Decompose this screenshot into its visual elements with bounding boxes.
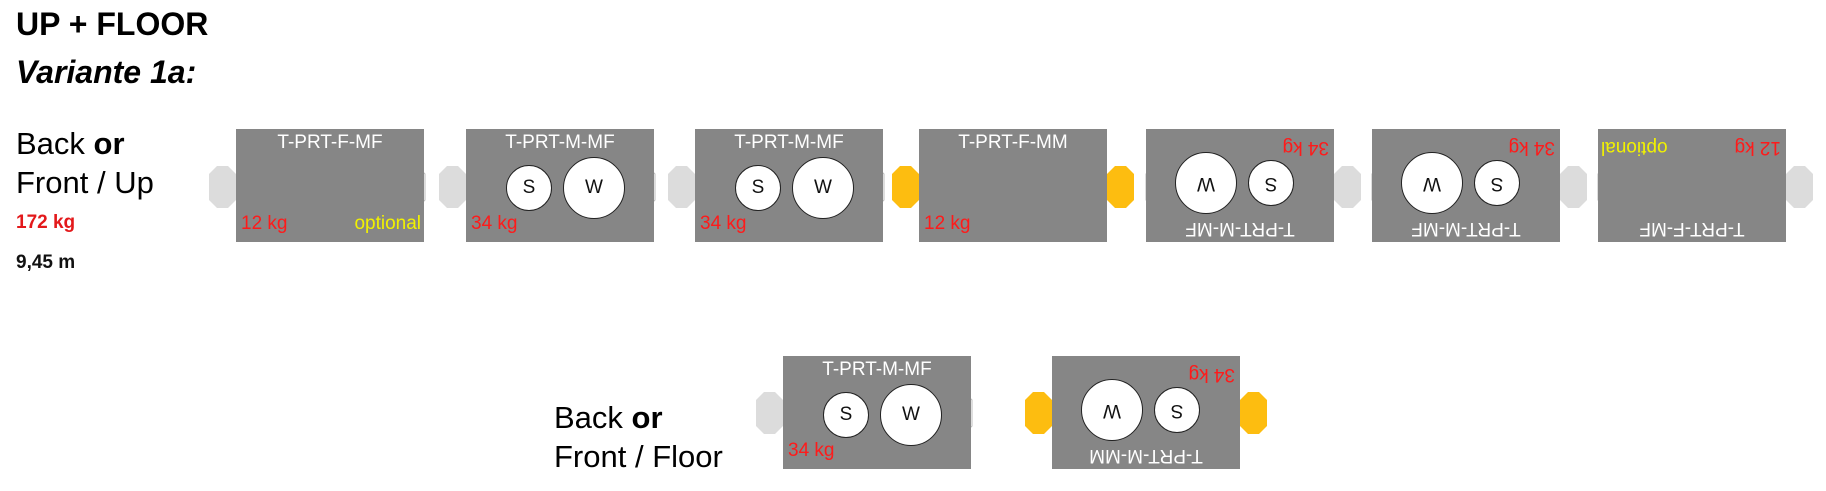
page-title: UP + FLOOR [16, 6, 209, 42]
module-name: T-PRT-M-MF [505, 132, 615, 153]
module-weight: 12 kg [1734, 137, 1781, 158]
s-circle-icon: S [506, 165, 552, 211]
male-connector [209, 166, 236, 208]
module-weight: 12 kg [924, 213, 971, 234]
module-7: T-PRT-F-MF 12 kg optional [1598, 129, 1786, 242]
s-circle-icon: S [1154, 387, 1200, 433]
page-subtitle: Variante 1a: [16, 54, 197, 90]
w-circle-icon: W [1081, 379, 1143, 441]
w-circle-icon: W [1175, 152, 1237, 214]
module-weight: 34 kg [700, 213, 747, 234]
male-connector [668, 166, 695, 208]
module-name: T-PRT-M-MF [1411, 218, 1521, 239]
mm-connector [892, 166, 919, 208]
module-name: T-PRT-M-MF [822, 359, 932, 380]
row2-label-line2: Front / Floor [554, 439, 723, 474]
module-weight: 34 kg [471, 213, 518, 234]
module-name: T-PRT-M-MF [734, 132, 844, 153]
module-weight: 34 kg [1188, 364, 1235, 385]
male-connector [756, 392, 783, 434]
module-5: T-PRT-M-MF S W 34 kg [1146, 129, 1334, 242]
w-circle-icon: W [563, 157, 625, 219]
module-optional-label: optional [1601, 137, 1668, 158]
s-circle-icon: S [735, 165, 781, 211]
s-circle-icon: S [823, 392, 869, 438]
row2-label-line1: Back or [554, 398, 663, 438]
module-2: T-PRT-M-MF S W 34 kg [466, 129, 654, 242]
row1-label-line1: Back or [16, 124, 125, 164]
module-8: T-PRT-M-MF S W 34 kg [783, 356, 971, 469]
w-circle-icon: W [880, 384, 942, 446]
module-3: T-PRT-M-MF S W 34 kg [695, 129, 883, 242]
mm-connector [1107, 166, 1134, 208]
mm-connector [1025, 392, 1052, 434]
module-name: T-PRT-M-MM [1089, 445, 1203, 466]
module-name: T-PRT-F-MF [277, 132, 383, 153]
male-connector [1786, 166, 1813, 208]
module-6: T-PRT-M-MF S W 34 kg [1372, 129, 1560, 242]
male-connector [1560, 166, 1587, 208]
male-connector [1334, 166, 1361, 208]
module-weight: 34 kg [788, 440, 835, 461]
module-9: T-PRT-M-MM S W 34 kg [1052, 356, 1240, 469]
total-weight: 172 kg [16, 212, 76, 233]
module-name: T-PRT-F-MM [958, 132, 1068, 153]
module-weight: 34 kg [1508, 137, 1555, 158]
module-4: T-PRT-F-MM 12 kg [919, 129, 1107, 242]
row1-label-line2: Front / Up [16, 165, 154, 200]
w-circle-icon: W [792, 157, 854, 219]
row2-label-back: Back [554, 400, 632, 435]
module-weight: 12 kg [241, 213, 288, 234]
row1-label-or: or [93, 126, 125, 161]
module-weight: 34 kg [1282, 137, 1329, 158]
total-length: 9,45 m [16, 252, 76, 273]
w-circle-icon: W [1401, 152, 1463, 214]
male-connector [439, 166, 466, 208]
module-1: T-PRT-F-MF 12 kg optional [236, 129, 424, 242]
s-circle-icon: S [1248, 160, 1294, 206]
module-name: T-PRT-M-MF [1185, 218, 1295, 239]
row2-label-or: or [631, 400, 663, 435]
mm-connector [1240, 392, 1267, 434]
row1-label-back: Back [16, 126, 94, 161]
module-optional-label: optional [354, 213, 421, 234]
module-name: T-PRT-F-MF [1639, 218, 1745, 239]
s-circle-icon: S [1474, 160, 1520, 206]
